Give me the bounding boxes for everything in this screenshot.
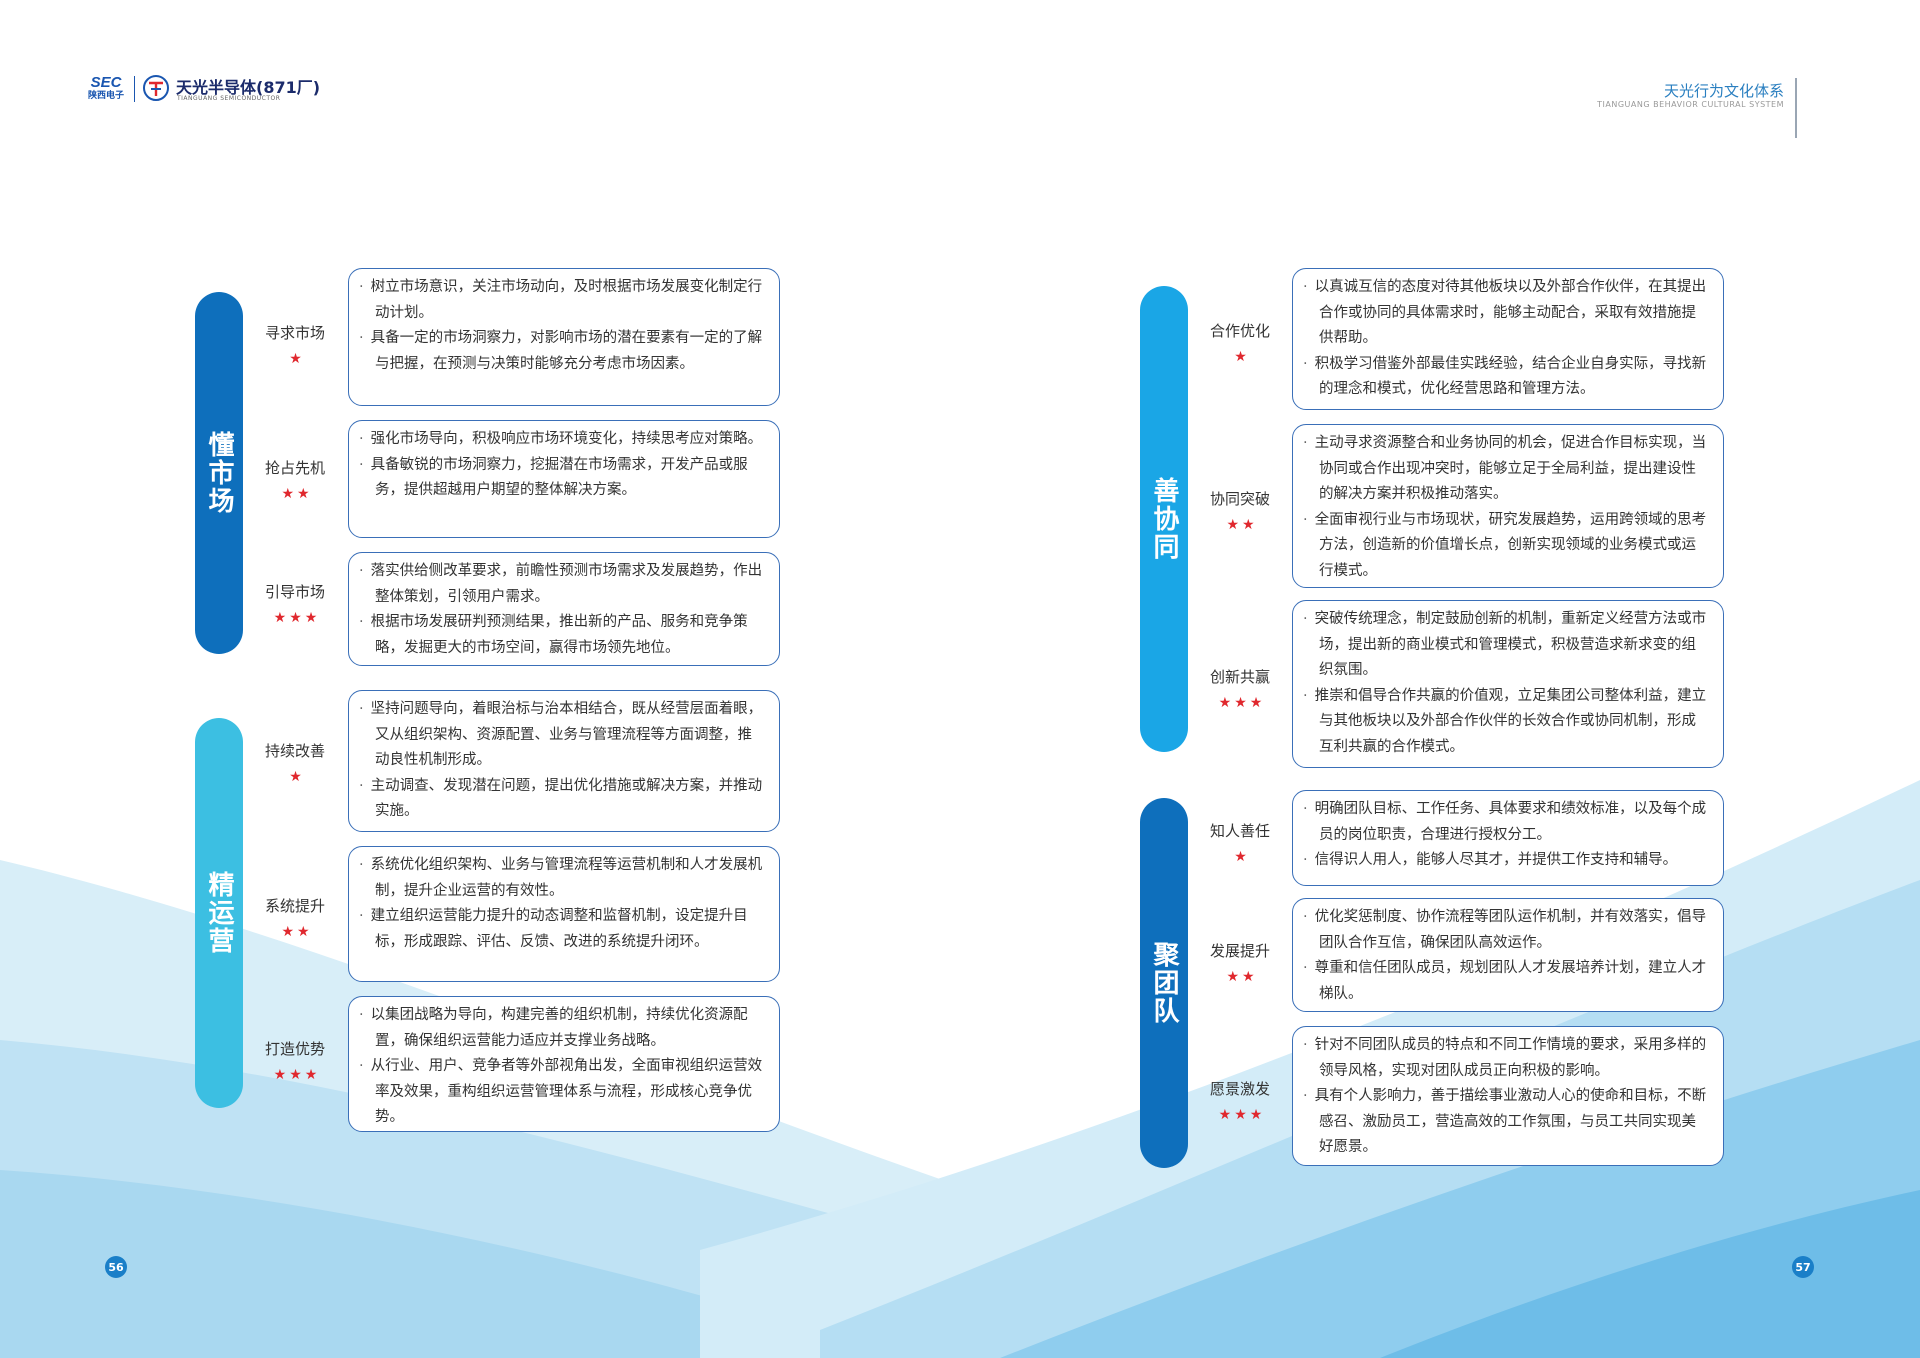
bullet-line: ·优化奖惩制度、协作流程等团队运作机制，并有效落实，倡导团队合作互信，确保团队高… — [1303, 909, 1707, 951]
item-label: 协同突破 — [1209, 490, 1270, 508]
star-rating: ★ — [1234, 849, 1250, 865]
bullet-line: ·积极学习借鉴外部最佳实践经验，结合企业自身实际，寻找新的理念和模式，优化经营思… — [1303, 355, 1707, 398]
group-pill-shan-xietong: 善协同 — [1140, 286, 1188, 752]
item-label: 创新共赢 — [1209, 668, 1270, 686]
bullet-line: ·具备敏锐的市场洞察力，挖掘潜在市场需求，开发产品或服务，提供超越用户期望的整体… — [359, 456, 748, 499]
description-card: ·突破传统理念，制定鼓励创新的机制，重新定义经营方法或市场，提出新的商业模式和管… — [1292, 600, 1724, 768]
sec-logo: SEC 陕西电子 — [84, 74, 128, 102]
description-card: ·落实供给侧改革要求，前瞻性预测市场需求及发展趋势，作出整体策划，引领用户需求。… — [348, 552, 780, 666]
description-card: ·坚持问题导向，着眼治标与治本相结合，既从经营层面着眼，又从组织架构、资源配置、… — [348, 690, 780, 832]
logo-divider — [134, 76, 135, 102]
star-rating: ★★★ — [273, 610, 321, 626]
bullet-line: ·以集团战略为导向，构建完善的组织机制，持续优化资源配置，确保组织运营能力适应并… — [359, 1007, 748, 1049]
page-number: 56 — [105, 1256, 127, 1278]
tianguang-logo-icon — [143, 75, 169, 101]
description-card: ·以集团战略为导向，构建完善的组织机制，持续优化资源配置，确保组织运营能力适应并… — [348, 996, 780, 1132]
group-pill-ju-tuandui: 聚团队 — [1140, 798, 1188, 1168]
item-label: 持续改善 — [264, 742, 325, 760]
company-name-en: TIANGUANG SEMICONDUCTOR — [177, 95, 281, 102]
bullet-line: ·突破传统理念，制定鼓励创新的机制，重新定义经营方法或市场，提出新的商业模式和管… — [1303, 611, 1707, 678]
bullet-line: ·强化市场导向，积极响应市场环境变化，持续思考应对策略。 — [359, 431, 763, 447]
description-card: ·明确团队目标、工作任务、具体要求和绩效标准，以及每个成员的岗位职责，合理进行授… — [1292, 790, 1724, 886]
description-card: ·以真诚互信的态度对待其他板块以及外部合作伙伴，在其提出合作或协同的具体需求时，… — [1292, 268, 1724, 410]
group-pill-dong-shichang: 懂市场 — [195, 292, 243, 654]
bullet-line: ·具有个人影响力，善于描绘事业激动人心的使命和目标，不断感召、激励员工，营造高效… — [1303, 1088, 1707, 1155]
star-rating: ★★ — [1226, 517, 1258, 533]
page-title: 天光行为文化体系 — [1663, 82, 1784, 100]
bullet-line: ·根据市场发展研判预测结果，推出新的产品、服务和竞争策略，发掘更大的市场空间，赢… — [359, 614, 748, 656]
bullet-line: ·信得识人用人，能够人尽其才，并提供工作支持和辅导。 — [1303, 852, 1678, 868]
description-card: ·树立市场意识，关注市场动向，及时根据市场发展变化制定行动计划。 ·具备一定的市… — [348, 268, 780, 406]
bullet-line: ·系统优化组织架构、业务与管理流程等运营机制和人才发展机制，提升企业运营的有效性… — [359, 857, 763, 899]
bullet-line: ·主动调查、发现潜在问题，提出优化措施或解决方案，并推动实施。 — [359, 777, 763, 820]
sec-logo-subtext: 陕西电子 — [87, 90, 124, 100]
bullet-line: ·全面审视行业与市场现状，研究发展趋势，运用跨领域的思考方法，创造新的价值增长点… — [1303, 511, 1707, 579]
bullet-line: ·明确团队目标、工作任务、具体要求和绩效标准，以及每个成员的岗位职责，合理进行授… — [1303, 801, 1707, 843]
star-rating: ★ — [1234, 349, 1250, 365]
description-card: ·针对不同团队成员的特点和不同工作情境的要求，采用多样的领导风格，实现对团队成员… — [1292, 1026, 1724, 1166]
bullet-line: ·以真诚互信的态度对待其他板块以及外部合作伙伴，在其提出合作或协同的具体需求时，… — [1303, 279, 1707, 346]
group-pill-jing-yunying: 精运营 — [195, 718, 243, 1108]
header-divider — [1795, 78, 1797, 138]
item-label: 抢占先机 — [264, 459, 325, 477]
item-label: 引导市场 — [264, 583, 325, 601]
bullet-line: ·建立组织运营能力提升的动态调整和监督机制，设定提升目标，形成跟踪、评估、反馈、… — [359, 908, 748, 950]
bullet-line: ·尊重和信任团队成员，规划团队人才发展培养计划，建立人才梯队。 — [1303, 960, 1707, 1002]
item-label: 系统提升 — [264, 897, 325, 915]
item-label: 发展提升 — [1209, 942, 1270, 960]
bullet-line: ·树立市场意识，关注市场动向，及时根据市场发展变化制定行动计划。 — [359, 279, 763, 321]
star-rating: ★ — [289, 351, 305, 367]
bullet-line: ·从行业、用户、竞争者等外部视角出发，全面审视组织运营效率及效果，重构组织运营管… — [359, 1058, 763, 1125]
bullet-line: ·落实供给侧改革要求，前瞻性预测市场需求及发展趋势，作出整体策划，引领用户需求。 — [359, 563, 763, 605]
group-title: 精运营 — [204, 871, 234, 955]
description-card: ·优化奖惩制度、协作流程等团队运作机制，并有效落实，倡导团队合作互信，确保团队高… — [1292, 898, 1724, 1012]
star-rating: ★★★ — [1218, 695, 1266, 711]
company-name: 天光半导体(871厂) — [176, 78, 321, 97]
star-rating: ★★★ — [1218, 1107, 1266, 1123]
item-label: 寻求市场 — [264, 324, 325, 342]
bullet-line: ·具备一定的市场洞察力，对影响市场的潜在要素有一定的了解与把握，在预测与决策时能… — [359, 330, 763, 372]
star-rating: ★★ — [281, 486, 313, 502]
item-label: 愿景激发 — [1209, 1080, 1270, 1098]
group-title: 聚团队 — [1149, 941, 1179, 1025]
description-card: ·强化市场导向，积极响应市场环境变化，持续思考应对策略。 ·具备敏锐的市场洞察力… — [348, 420, 780, 538]
group-title: 懂市场 — [204, 431, 234, 515]
page-number: 57 — [1792, 1256, 1814, 1278]
item-label: 知人善任 — [1209, 822, 1270, 840]
bullet-line: ·推崇和倡导合作共赢的价值观，立足集团公司整体利益，建立与其他板块以及外部合作伙… — [1303, 687, 1707, 755]
star-rating: ★★★ — [273, 1067, 321, 1083]
page-subtitle: TIANGUANG BEHAVIOR CULTURAL SYSTEM — [1597, 100, 1784, 109]
group-title: 善协同 — [1149, 477, 1179, 561]
description-card: ·主动寻求资源整合和业务协同的机会，促进合作目标实现，当协同或合作出现冲突时，能… — [1292, 424, 1724, 588]
bullet-line: ·主动寻求资源整合和业务协同的机会，促进合作目标实现，当协同或合作出现冲突时，能… — [1303, 435, 1707, 502]
star-rating: ★★ — [281, 924, 313, 940]
sec-logo-text: SEC — [90, 74, 122, 91]
item-label: 打造优势 — [264, 1040, 325, 1058]
bullet-line: ·坚持问题导向，着眼治标与治本相结合，既从经营层面着眼，又从组织架构、资源配置、… — [359, 701, 763, 768]
bullet-line: ·针对不同团队成员的特点和不同工作情境的要求，采用多样的领导风格，实现对团队成员… — [1303, 1037, 1707, 1079]
star-rating: ★ — [289, 769, 305, 785]
item-label: 合作优化 — [1209, 322, 1270, 340]
description-card: ·系统优化组织架构、业务与管理流程等运营机制和人才发展机制，提升企业运营的有效性… — [348, 846, 780, 982]
star-rating: ★★ — [1226, 969, 1258, 985]
